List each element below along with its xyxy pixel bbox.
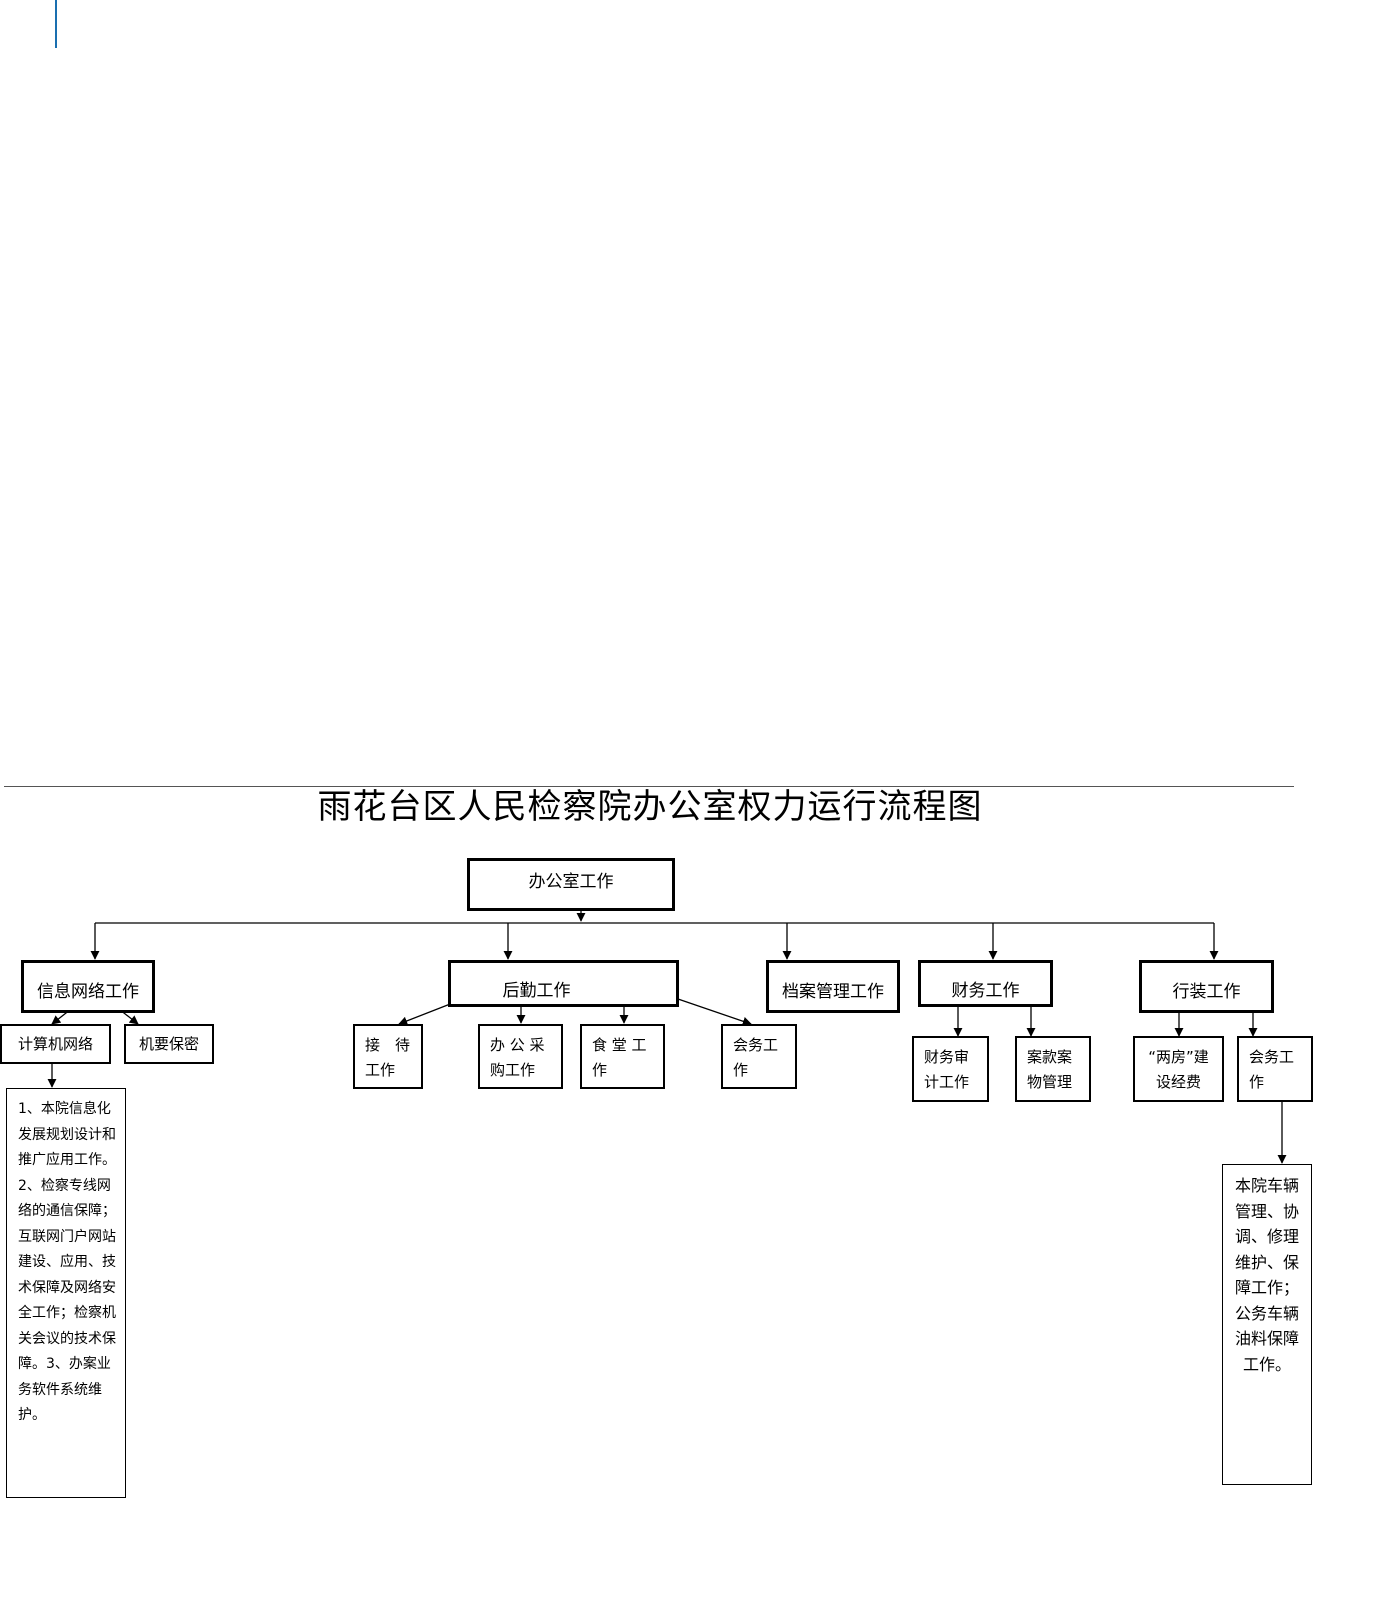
node-housing-funds: “两房”建设经费 (1133, 1036, 1224, 1102)
node-finance-label: 财务工作 (951, 981, 1020, 1001)
node-canteen-label: 食 堂 工作 (592, 1036, 647, 1079)
node-financial-audit: 财务审计工作 (912, 1036, 989, 1102)
node-office-purchase-label: 办 公 采购工作 (490, 1036, 545, 1079)
node-confidential: 机要保密 (124, 1024, 214, 1064)
node-confidential-label: 机要保密 (138, 1034, 199, 1053)
node-logistics: 后勤工作 (448, 960, 679, 1007)
vehicle-management-detail-text: 本院车辆管理、协调、修理维护、保障工作；公务车辆油料保障工作。 (1234, 1176, 1299, 1374)
node-housing-funds-label: “两房”建设经费 (1148, 1048, 1209, 1091)
node-equipment-meeting: 会务工作 (1237, 1036, 1313, 1102)
node-archive-label: 档案管理工作 (782, 982, 884, 1002)
node-logistics-meeting-label: 会务工作 (733, 1036, 779, 1079)
node-financial-audit-label: 财务审计工作 (924, 1048, 970, 1091)
node-case-funds: 案款案物管理 (1015, 1036, 1091, 1102)
connector-logistics-meeting (677, 998, 752, 1026)
node-logistics-meeting: 会务工作 (721, 1024, 797, 1089)
vehicle-management-detail: 本院车辆管理、协调、修理维护、保障工作；公务车辆油料保障工作。 (1222, 1164, 1312, 1485)
node-archive: 档案管理工作 (766, 960, 900, 1013)
node-equipment-meeting-label: 会务工作 (1249, 1048, 1295, 1091)
node-equipment: 行装工作 (1139, 960, 1274, 1013)
info-network-detail: 1、本院信息化发展规划设计和推广应用工作。2、检察专线网络的通信保障；互联网门户… (6, 1088, 126, 1498)
node-case-funds-label: 案款案物管理 (1027, 1048, 1073, 1091)
node-info-network-label: 信息网络工作 (37, 982, 139, 1002)
root-node: 办公室工作 (467, 858, 675, 911)
node-info-network: 信息网络工作 (21, 960, 155, 1013)
node-canteen: 食 堂 工作 (580, 1024, 665, 1089)
node-logistics-label: 后勤工作 (502, 981, 571, 1001)
node-finance: 财务工作 (918, 960, 1053, 1007)
page-margin-marker (55, 0, 57, 48)
header-rule (4, 786, 1294, 787)
node-office-purchase: 办 公 采购工作 (478, 1024, 563, 1089)
node-reception: 接 待工作 (353, 1024, 423, 1089)
node-computer-network: 计算机网络 (0, 1024, 111, 1064)
root-node-label: 办公室工作 (528, 872, 614, 892)
diagram-title: 雨花台区人民检察院办公室权力运行流程图 (317, 787, 983, 827)
node-reception-label: 接 待工作 (365, 1036, 411, 1079)
info-network-detail-text: 1、本院信息化发展规划设计和推广应用工作。2、检察专线网络的通信保障；互联网门户… (18, 1101, 116, 1423)
node-computer-network-label: 计算机网络 (17, 1034, 93, 1053)
node-equipment-label: 行装工作 (1172, 982, 1241, 1002)
